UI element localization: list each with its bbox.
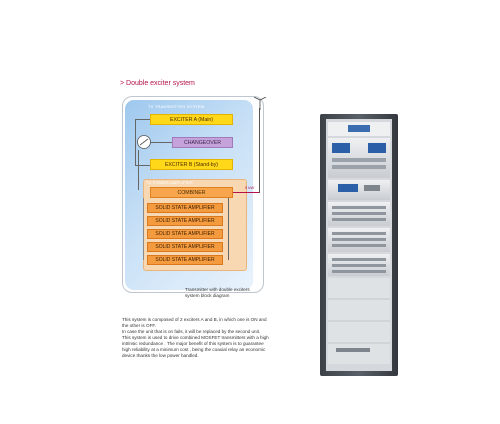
output-line (233, 192, 260, 193)
connector-line (135, 119, 150, 120)
changeover-module: CHANGEOVER (172, 137, 233, 148)
connector-line (135, 119, 136, 165)
connector-line (138, 150, 139, 190)
amplifier-module: SOLID STATE AMPLIFIER (147, 255, 223, 265)
description-paragraph: This system is composed of 2 exciters A … (122, 317, 267, 328)
exciter-a-module: EXCITER A (Main) (150, 114, 233, 125)
amplifier-module: SOLID STATE AMPLIFIER (147, 229, 223, 239)
bus-line (228, 198, 229, 260)
section-heading: > Double exciter system (120, 80, 195, 87)
switch-symbol-icon (137, 135, 151, 149)
combiner-module: COMBINER (150, 187, 233, 198)
tx-system-label: TX TRANSMITTER SYSTEM (148, 104, 205, 109)
caption-line: system block diagram (185, 293, 230, 298)
description-paragraph: In case the unit that is on fails, it wi… (122, 329, 261, 334)
antenna-feed-line (259, 108, 260, 193)
description-text: This system is composed of 2 exciters A … (122, 317, 272, 359)
diagram-caption: Transmitter with double exciters system … (185, 287, 275, 299)
exciter-b-module: EXCITER B (Stand-by) (150, 159, 233, 170)
power-label: 5 kW (245, 185, 255, 190)
amplifier-module: SOLID STATE AMPLIFIER (147, 242, 223, 252)
transmitter-rack-image (320, 114, 398, 376)
amplifier-module: SOLID STATE AMPLIFIER (147, 216, 223, 226)
description-paragraph: This system is used to drive combined MO… (122, 335, 269, 358)
connector-line (150, 142, 172, 143)
caption-line: Transmitter with double exciters (185, 287, 250, 292)
pa-label: TX POWER AMPLIFIER (146, 180, 193, 185)
connector-line (135, 165, 150, 166)
bus-line (143, 198, 144, 260)
antenna-icon (253, 97, 267, 110)
amplifier-module: SOLID STATE AMPLIFIER (147, 203, 223, 213)
